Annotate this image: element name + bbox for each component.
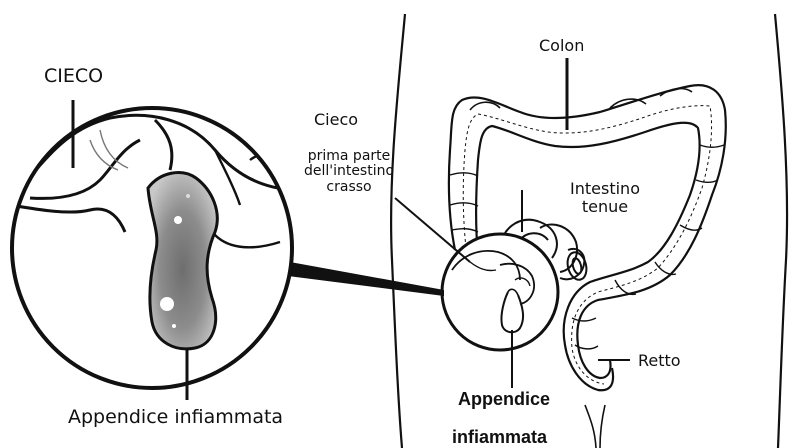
- appendix-label-line2: infiammata: [452, 428, 547, 448]
- zoom-circle: [10, 108, 300, 388]
- zoom-cieco-label: CIECO: [44, 66, 103, 87]
- cecum-inset-circle: [442, 234, 558, 350]
- rectum-label: Retto: [638, 352, 681, 370]
- colon-label: Colon: [539, 37, 584, 55]
- small-intestine-label: Intestino tenue: [545, 180, 665, 215]
- cieco-desc-line1: prima parte: [278, 149, 420, 164]
- small-intestine-line2: tenue: [545, 198, 665, 216]
- zoom-appendix-label: Appendice infiammata: [68, 407, 283, 428]
- torso-outline: [391, 14, 787, 448]
- zoom-connector: [288, 262, 444, 296]
- cieco-label: Cieco: [314, 111, 358, 129]
- cieco-description: prima parte dell'intestino crasso: [278, 149, 420, 195]
- cieco-desc-line3: crasso: [278, 180, 420, 195]
- small-intestine-line1: Intestino: [545, 180, 665, 198]
- inflamed-appendix-shape: [148, 173, 217, 349]
- appendix-label-line1: Appendice: [458, 390, 550, 410]
- cieco-desc-line2: dell'intestino: [278, 164, 420, 179]
